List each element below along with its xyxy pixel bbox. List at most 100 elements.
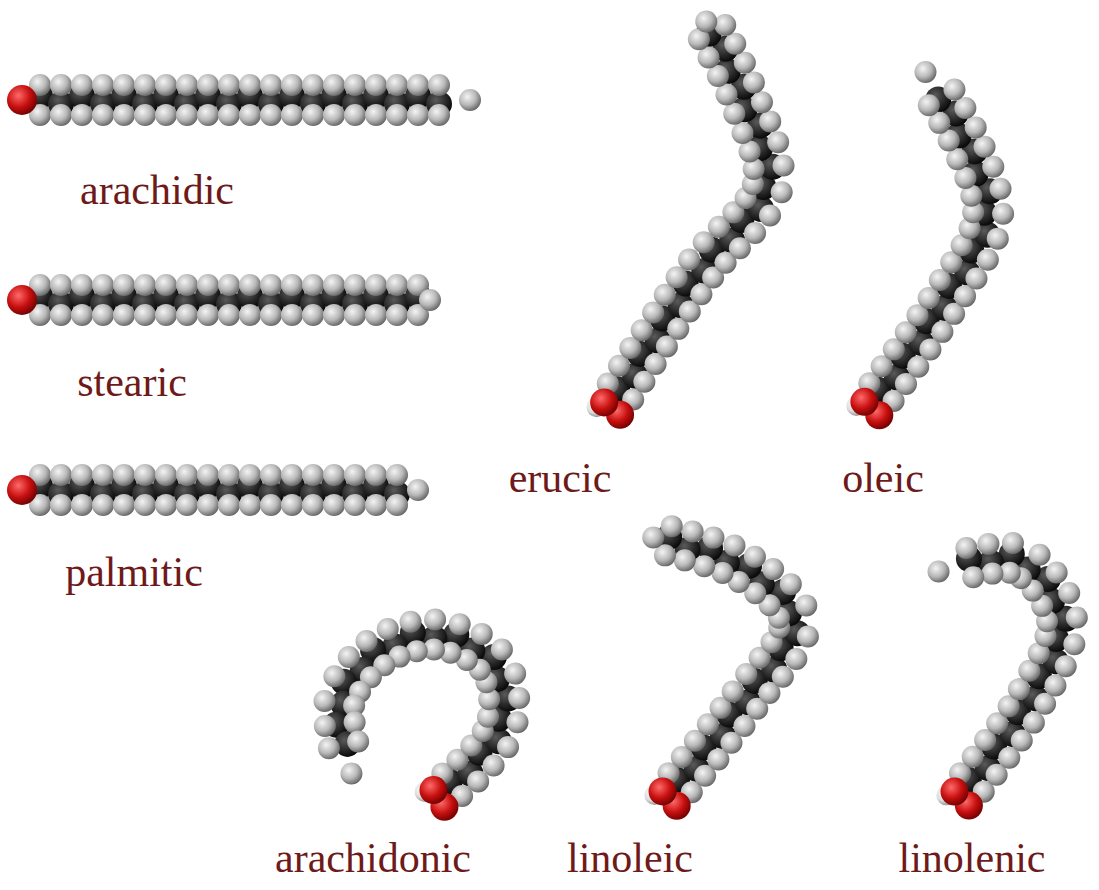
atom-sphere <box>134 104 156 126</box>
atom-sphere <box>491 639 513 661</box>
atom-sphere <box>260 494 282 516</box>
molecule-model <box>846 61 1014 429</box>
atom-sphere <box>785 648 807 670</box>
atom-sphere <box>386 274 408 296</box>
atom-sphere <box>71 274 93 296</box>
atom-sphere <box>449 613 471 635</box>
atom-sphere <box>302 104 324 126</box>
atom-sphere <box>218 104 240 126</box>
atom-sphere <box>419 776 447 804</box>
atom-sphere <box>850 388 878 416</box>
atom-sphere <box>134 494 156 516</box>
atom-sphere <box>990 178 1012 200</box>
atom-sphere <box>467 770 489 792</box>
atom-sphere <box>928 561 950 583</box>
atom-sphere <box>666 266 688 288</box>
atom-sphere <box>508 687 530 709</box>
atom-sphere <box>338 646 360 668</box>
atom-sphere <box>92 274 114 296</box>
atom-sphere <box>313 690 335 712</box>
atom-sphere <box>155 494 177 516</box>
atom-sphere <box>281 74 303 96</box>
atom-sphere <box>965 116 987 138</box>
molecule-label: arachidic <box>80 167 234 213</box>
atom-sphere <box>1046 561 1068 583</box>
atom-sphere <box>323 274 345 296</box>
molecule-model <box>313 609 530 821</box>
atom-sphere <box>281 304 303 326</box>
molecule-label: stearic <box>77 359 187 405</box>
atom-sphere <box>302 274 324 296</box>
atom-sphere <box>471 623 493 645</box>
atom-sphere <box>197 74 219 96</box>
molecule-label: oleic <box>842 455 924 501</box>
atom-sphere <box>724 33 746 55</box>
molecule-label: erucic <box>509 455 612 501</box>
atom-sphere <box>344 104 366 126</box>
atom-sphere <box>302 494 324 516</box>
atom-sphere <box>281 494 303 516</box>
atom-sphere <box>356 630 378 652</box>
atom-sphere <box>260 274 282 296</box>
atom-sphere <box>260 464 282 486</box>
atom-sphere <box>176 104 198 126</box>
atom-sphere <box>134 74 156 96</box>
atom-sphere <box>795 594 817 616</box>
atom-sphere <box>92 74 114 96</box>
atom-sphere <box>955 537 977 559</box>
molecule-model <box>7 464 429 516</box>
atom-sphere <box>759 110 781 132</box>
atom-sphere <box>176 74 198 96</box>
atom-sphere <box>197 494 219 516</box>
atom-sphere <box>71 304 93 326</box>
atom-sphere <box>407 104 429 126</box>
atom-sphere <box>197 304 219 326</box>
molecule-model <box>7 74 481 126</box>
atom-sphere <box>954 97 976 119</box>
atom-sphere <box>1002 532 1024 554</box>
atom-sphere <box>344 304 366 326</box>
atom-sphere <box>695 10 717 32</box>
atom-sphere <box>977 533 999 555</box>
atom-sphere <box>314 715 336 737</box>
atom-sphere <box>340 762 362 784</box>
atom-sphere <box>347 730 369 752</box>
atom-sphere <box>50 274 72 296</box>
atom-sphere <box>1011 729 1033 751</box>
atom-sphere <box>176 494 198 516</box>
atom-sphere <box>50 494 72 516</box>
atom-sphere <box>176 464 198 486</box>
atom-sphere <box>386 74 408 96</box>
atom-sphere <box>965 268 987 290</box>
atom-sphere <box>344 711 366 733</box>
atom-sphere <box>176 274 198 296</box>
atom-sphere <box>1055 655 1077 677</box>
atom-sphere <box>943 79 965 101</box>
atom-sphere <box>982 156 1004 178</box>
atom-sphere <box>218 74 240 96</box>
atom-sphere <box>424 609 446 631</box>
atom-sphere <box>377 618 399 640</box>
atom-sphere <box>218 494 240 516</box>
atom-sphere <box>1058 582 1080 604</box>
atom-sphere <box>365 494 387 516</box>
atom-sphere <box>743 71 765 93</box>
atom-sphere <box>260 104 282 126</box>
atom-sphere <box>992 203 1014 225</box>
atom-sphere <box>504 663 526 685</box>
atom-sphere <box>732 122 754 144</box>
atom-sphere <box>744 222 766 244</box>
atom-sphere <box>714 14 736 36</box>
molecule-label: palmitic <box>65 549 203 595</box>
atom-sphere <box>155 74 177 96</box>
atom-sphere <box>92 464 114 486</box>
atom-sphere <box>155 104 177 126</box>
atom-sphere <box>649 777 677 805</box>
atom-sphere <box>497 736 519 758</box>
atom-sphere <box>762 558 784 580</box>
atom-sphere <box>918 94 940 116</box>
atom-sphere <box>365 274 387 296</box>
atom-sphere <box>218 274 240 296</box>
